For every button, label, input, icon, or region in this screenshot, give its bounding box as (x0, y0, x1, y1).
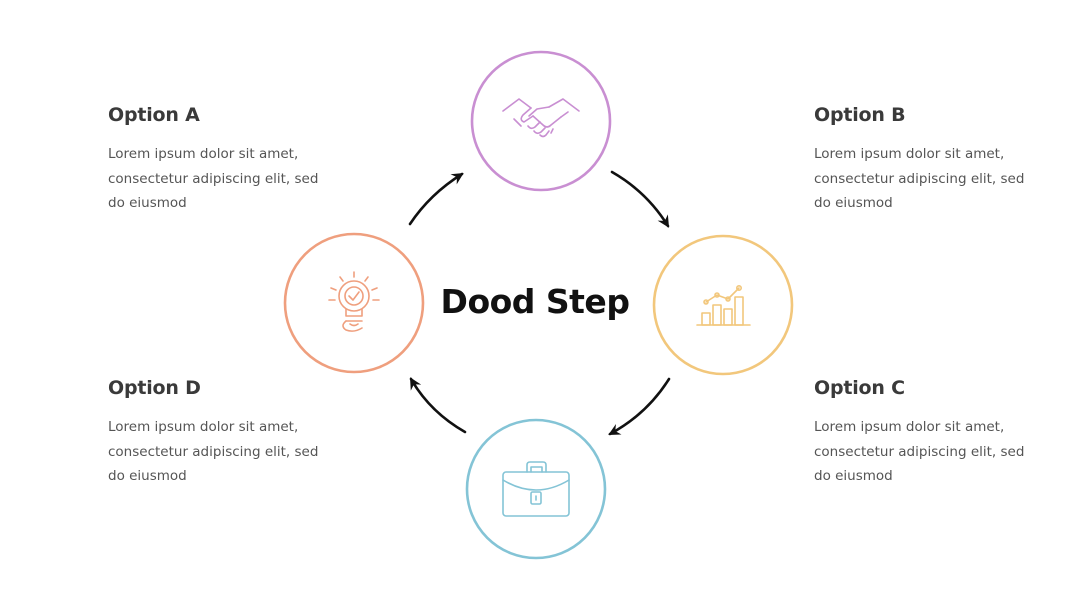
option-a-description: Lorem ipsum dolor sit amet, consectetur … (108, 142, 348, 216)
arrow-left-to-top (408, 172, 464, 226)
option-d-description: Lorem ipsum dolor sit amet, consectetur … (108, 415, 348, 489)
option-a-block: Option A Lorem ipsum dolor sit amet, con… (108, 104, 348, 216)
option-c-line-3: do eiusmod (814, 468, 893, 484)
option-d-line-1: Lorem ipsum dolor sit amet, (108, 419, 299, 435)
option-d-block: Option D Lorem ipsum dolor sit amet, con… (108, 377, 348, 489)
briefcase-icon (502, 461, 570, 517)
option-a-line-1: Lorem ipsum dolor sit amet, (108, 146, 299, 162)
option-b-line-2: consectetur adipiscing elit, sed (814, 170, 1025, 187)
option-b-line-3: do eiusmod (814, 195, 893, 211)
arrow-right-to-bottom (608, 377, 671, 436)
option-b-block: Option B Lorem ipsum dolor sit amet, con… (814, 104, 1054, 216)
arrow-bottom-to-left (409, 377, 467, 434)
option-c-block: Option C Lorem ipsum dolor sit amet, con… (814, 377, 1054, 489)
option-d-line-3: do eiusmod (108, 468, 187, 484)
handshake-icon (502, 98, 580, 138)
option-a-line-3: do eiusmod (108, 195, 187, 211)
option-d-line-2: consectetur adipiscing elit, sed (108, 443, 319, 460)
option-c-line-2: consectetur adipiscing elit, sed (814, 443, 1025, 460)
option-b-line-1: Lorem ipsum dolor sit amet, (814, 146, 1005, 162)
option-b-title: Option B (814, 104, 906, 126)
option-c-description: Lorem ipsum dolor sit amet, consectetur … (814, 415, 1054, 489)
node-circle-top (470, 50, 612, 192)
option-a-title: Option A (108, 104, 200, 126)
option-c-line-1: Lorem ipsum dolor sit amet, (814, 419, 1005, 435)
node-circle-left (283, 232, 425, 374)
arrow-top-to-right (610, 170, 670, 228)
option-b-description: Lorem ipsum dolor sit amet, consectetur … (814, 142, 1054, 216)
node-circle-right (652, 234, 794, 376)
diagram-title: Dood Step (440, 282, 630, 321)
option-a-line-2: consectetur adipiscing elit, sed (108, 170, 319, 187)
option-c-title: Option C (814, 377, 905, 399)
option-d-title: Option D (108, 377, 201, 399)
node-circle-bottom (465, 418, 607, 560)
lightbulb-icon (328, 271, 380, 332)
bar-chart-icon (696, 284, 751, 326)
